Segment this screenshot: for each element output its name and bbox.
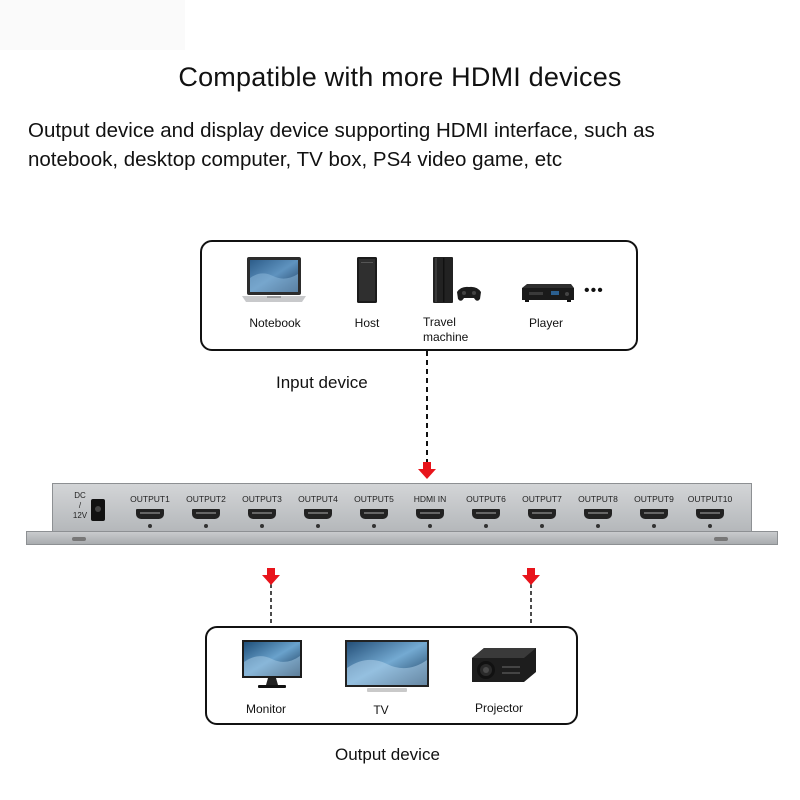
more-devices-dots: ••• bbox=[584, 282, 604, 299]
mounting-flange bbox=[26, 531, 778, 545]
port-indicator-led bbox=[260, 524, 264, 528]
subtitle-line-2: notebook, desktop computer, TV box, PS4 … bbox=[28, 148, 563, 171]
port-label: OUTPUT8 bbox=[578, 494, 618, 504]
device-label-host: Host bbox=[354, 316, 380, 330]
port-label: OUTPUT6 bbox=[466, 494, 506, 504]
port-indicator-led bbox=[708, 524, 712, 528]
projector-icon bbox=[472, 648, 536, 682]
device-label-travel: Travel bbox=[423, 315, 456, 329]
hdmi-output-port[interactable] bbox=[304, 509, 332, 519]
device-label-notebook: Notebook bbox=[249, 316, 301, 330]
monitor-icon bbox=[242, 640, 302, 688]
device-label-tv: TV bbox=[373, 703, 389, 717]
port-label: OUTPUT3 bbox=[242, 494, 282, 504]
dc-power-jack[interactable] bbox=[91, 499, 105, 521]
port-label: OUTPUT5 bbox=[354, 494, 394, 504]
mounting-slot-left bbox=[72, 537, 86, 541]
mounting-slot-right bbox=[714, 537, 728, 541]
media-player-icon bbox=[522, 284, 574, 302]
hdmi-output-port[interactable] bbox=[136, 509, 164, 519]
laptop-icon bbox=[242, 257, 306, 302]
hdmi-output-port[interactable] bbox=[472, 509, 500, 519]
hdmi-output-port[interactable] bbox=[360, 509, 388, 519]
power-label-slash: / bbox=[78, 501, 82, 510]
port-label: OUTPUT4 bbox=[298, 494, 338, 504]
port-label: HDMI IN bbox=[413, 494, 447, 504]
device-label-monitor: Monitor bbox=[245, 702, 286, 716]
port-indicator-led bbox=[652, 524, 656, 528]
port-label: OUTPUT7 bbox=[522, 494, 562, 504]
output-device-label: Output device bbox=[335, 745, 440, 764]
power-label-12v: 12V bbox=[72, 511, 88, 520]
hdmi-input-port[interactable] bbox=[416, 509, 444, 519]
port-indicator-led bbox=[316, 524, 320, 528]
port-indicator-led bbox=[204, 524, 208, 528]
corner-mark bbox=[0, 0, 185, 50]
hdmi-output-port[interactable] bbox=[584, 509, 612, 519]
port-indicator-led bbox=[596, 524, 600, 528]
arrow-down-icon bbox=[418, 462, 436, 479]
port-indicator-led bbox=[148, 524, 152, 528]
page-title: Compatible with more HDMI devices bbox=[178, 62, 622, 92]
device-label-player: Player bbox=[528, 316, 563, 330]
arrow-down-icon bbox=[262, 568, 280, 585]
port-indicator-led bbox=[372, 524, 376, 528]
power-label-dc: DC bbox=[74, 491, 86, 500]
hdmi-output-port[interactable] bbox=[248, 509, 276, 519]
page-subtitle: Output device and display device support… bbox=[28, 116, 788, 174]
port-label: OUTPUT10 bbox=[687, 494, 733, 504]
game-console-icon bbox=[433, 257, 481, 303]
power-label: DC / 12V bbox=[70, 491, 90, 521]
tv-icon bbox=[345, 640, 429, 692]
port-label: OUTPUT2 bbox=[186, 494, 226, 504]
input-device-label: Input device bbox=[276, 373, 368, 392]
desktop-tower-icon bbox=[357, 257, 377, 303]
port-label: OUTPUT9 bbox=[634, 494, 674, 504]
arrow-down-icon bbox=[522, 568, 540, 585]
port-indicator-led bbox=[428, 524, 432, 528]
hdmi-output-port[interactable] bbox=[640, 509, 668, 519]
device-label-machine: machine bbox=[423, 330, 469, 344]
port-indicator-led bbox=[484, 524, 488, 528]
port-label: OUTPUT1 bbox=[130, 494, 170, 504]
hdmi-output-port[interactable] bbox=[696, 509, 724, 519]
hdmi-output-port[interactable] bbox=[528, 509, 556, 519]
subtitle-line-1: Output device and display device support… bbox=[28, 119, 655, 142]
port-indicator-led bbox=[540, 524, 544, 528]
device-label-travel-machine: Travel machine bbox=[423, 315, 489, 345]
hdmi-splitter-body bbox=[52, 483, 752, 533]
device-label-projector: Projector bbox=[474, 701, 524, 715]
hdmi-output-port[interactable] bbox=[192, 509, 220, 519]
